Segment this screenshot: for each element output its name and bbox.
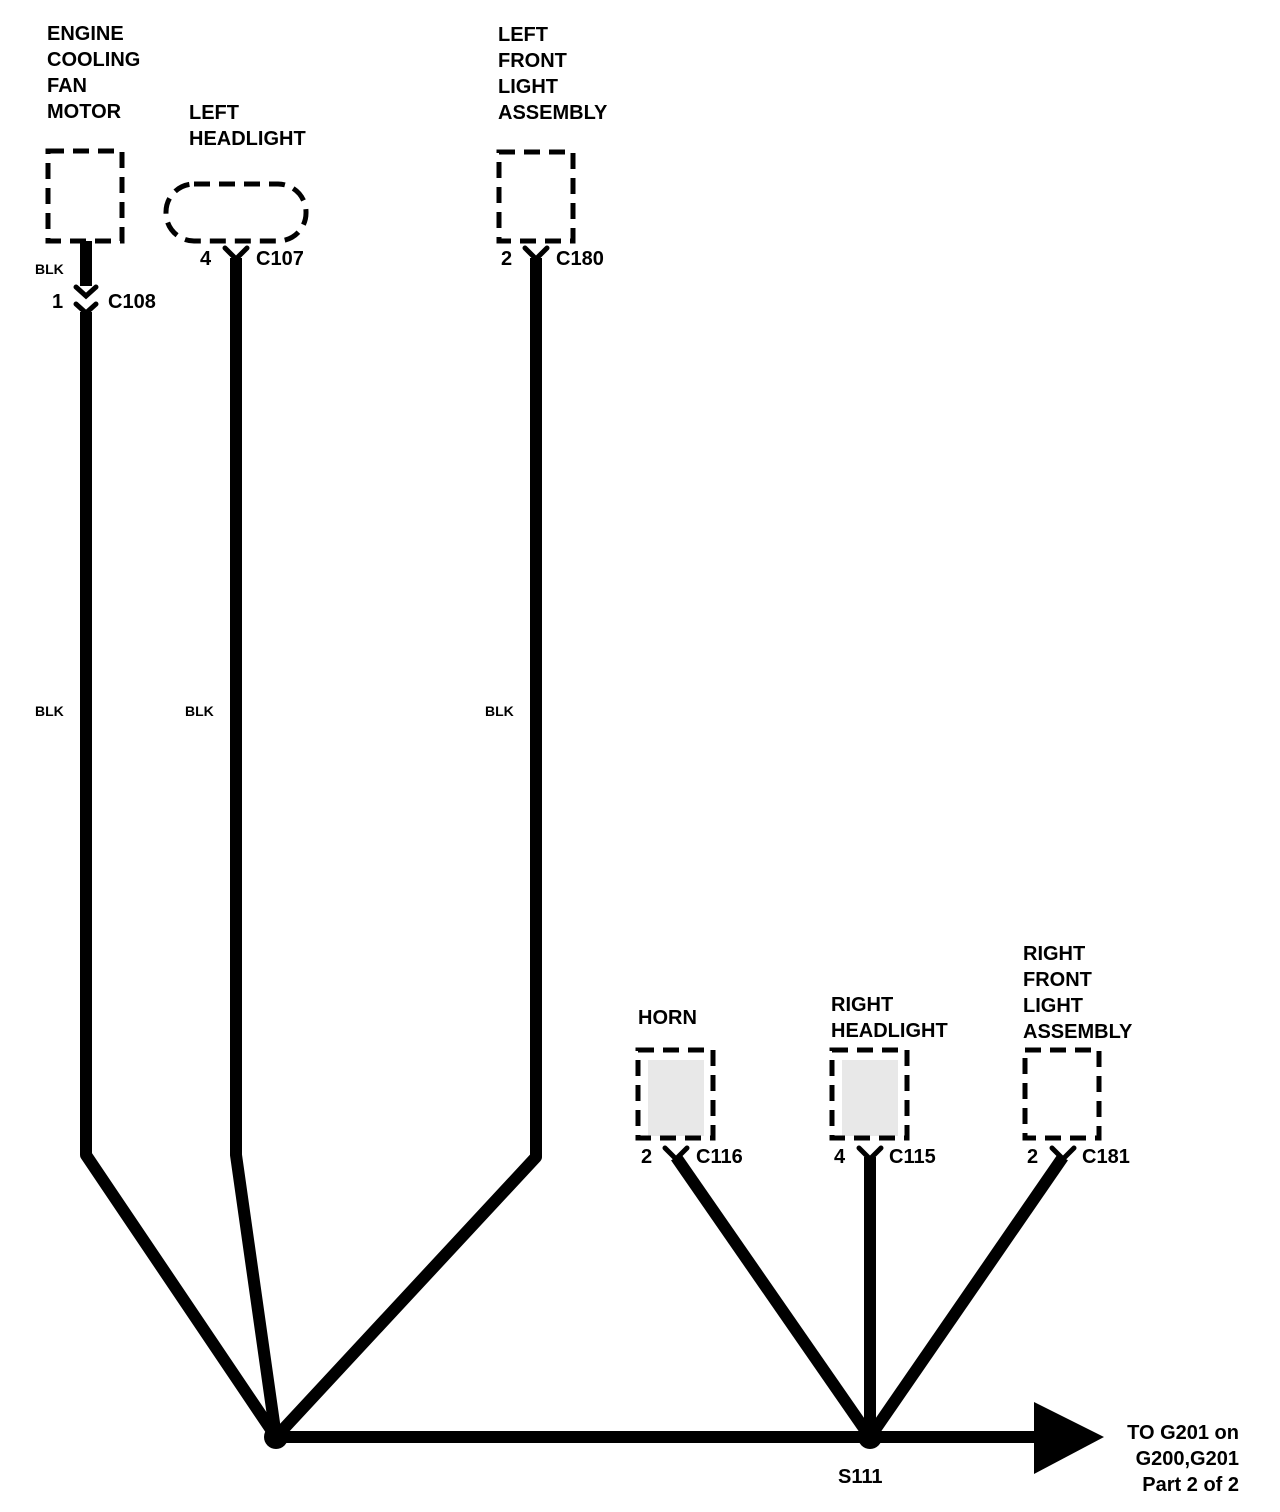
c108-id-label: C108 (108, 291, 156, 313)
c115-connector-icon (856, 1145, 884, 1163)
destination-label: TO G201 on G200,G201 Part 2 of 2 (1127, 1422, 1239, 1496)
label-line: HEADLIGHT (831, 1020, 948, 1042)
left-headlight-label: LEFT HEADLIGHT (189, 102, 306, 150)
left-front-light-assembly-label: LEFT FRONT LIGHT ASSEMBLY (498, 24, 608, 124)
label-line: ASSEMBLY (1023, 1021, 1133, 1043)
label-line: LIGHT (1023, 995, 1083, 1017)
ground-arrow-icon (1034, 1402, 1104, 1474)
s111-label: S111 (838, 1466, 883, 1488)
label-line: FAN (47, 75, 87, 97)
c107-pin-label: 4 (200, 248, 212, 270)
c180-pin-label: 2 (501, 248, 512, 270)
label-line: G200,G201 (1136, 1448, 1239, 1470)
label-line: ASSEMBLY (498, 102, 608, 124)
right-front-light-assembly-label: RIGHT FRONT LIGHT ASSEMBLY (1023, 943, 1133, 1043)
label-line: ENGINE (47, 23, 124, 45)
c115-id-label: C115 (889, 1146, 936, 1168)
c116-pin-label: 2 (641, 1146, 652, 1168)
left-splice-point (264, 1425, 288, 1449)
label-line: Part 2 of 2 (1142, 1474, 1239, 1496)
label-line: HEADLIGHT (189, 128, 306, 150)
wire-color-label: BLK (485, 703, 514, 719)
label-line: COOLING (47, 49, 140, 71)
left-headlight-box (163, 181, 309, 244)
label-line: FRONT (498, 50, 567, 72)
label-line: LEFT (498, 24, 548, 46)
label-line: RIGHT (831, 994, 893, 1016)
left-front-light-assembly-box (496, 149, 576, 244)
label-line: TO G201 on (1127, 1422, 1239, 1444)
c181-pin-label: 2 (1027, 1146, 1038, 1168)
horn-label: HORN (638, 1007, 697, 1029)
label-line: LIGHT (498, 76, 558, 98)
c107-id-label: C107 (256, 248, 304, 270)
wire-color-label: BLK (35, 261, 64, 277)
wire-color-label: BLK (35, 703, 64, 719)
label-line: FRONT (1023, 969, 1092, 991)
label-line: RIGHT (1023, 943, 1085, 965)
c180-connector-icon (522, 245, 550, 263)
c107-connector-icon (222, 245, 250, 263)
c181-connector-icon (1049, 1145, 1077, 1163)
right-headlight-box (829, 1047, 910, 1141)
c108-connector-icon (73, 284, 99, 317)
horn-ground-wire (671, 1153, 875, 1441)
right-headlight-box-fill (842, 1060, 898, 1136)
c180-id-label: C180 (556, 248, 604, 270)
left-front-light-ground-wire (271, 258, 542, 1442)
label-line: MOTOR (47, 101, 122, 123)
label-line: HORN (638, 1007, 697, 1029)
engine-cooling-fan-motor-box (45, 148, 125, 244)
c116-id-label: C116 (696, 1146, 743, 1168)
s111-splice-point (858, 1425, 882, 1449)
c108-pin-label: 1 (52, 291, 63, 313)
horn-box (635, 1047, 716, 1141)
c181-id-label: C181 (1082, 1146, 1130, 1168)
c116-connector-icon (662, 1145, 690, 1163)
wire-color-label: BLK (185, 703, 214, 719)
right-front-light-ground-wire (865, 1153, 1068, 1441)
label-line: LEFT (189, 102, 239, 124)
c115-pin-label: 4 (834, 1146, 846, 1168)
right-front-light-assembly-box (1022, 1047, 1102, 1141)
engine-cooling-fan-motor-label: ENGINE COOLING FAN MOTOR (47, 23, 140, 123)
horn-box-fill (648, 1060, 704, 1136)
left-headlight-ground-wire (230, 258, 282, 1438)
fan-motor-ground-wire (80, 241, 281, 1441)
right-headlight-label: RIGHT HEADLIGHT (831, 994, 948, 1042)
